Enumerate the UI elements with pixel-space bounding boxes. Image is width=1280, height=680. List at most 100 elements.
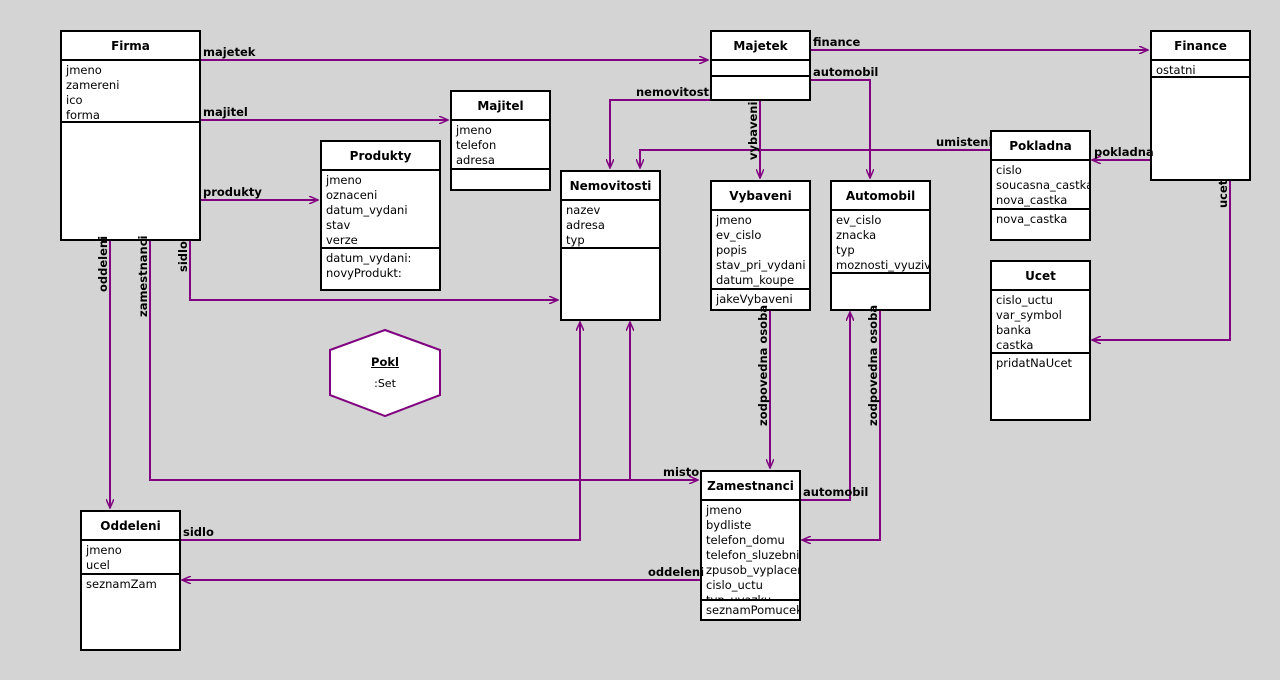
class-operation: datum_vydani:	[326, 251, 412, 265]
class-operation: jakeVybaveni	[716, 292, 793, 306]
class-attribute: typ	[836, 243, 855, 257]
class-operation: pridatNaUcet	[996, 356, 1073, 370]
class-attribute: zamereni	[66, 78, 120, 92]
class-operation: novyProdukt:	[326, 266, 402, 280]
class-name: Nemovitosti	[562, 172, 659, 201]
label-zodpovedna-osoba-1: zodpovedna osoba	[756, 304, 770, 426]
class-attribute: telefon_sluzebni	[706, 548, 799, 562]
class-attribute: banka	[996, 323, 1032, 337]
line-majetek-nemovitosti	[610, 99, 710, 168]
class-attribute: jmeno	[326, 173, 362, 187]
class-attribute: soucasna_castka	[996, 178, 1089, 192]
class-attribute: telefon	[456, 138, 497, 152]
class-attribute: jmeno	[456, 123, 492, 137]
label-automobil-top: automobil	[813, 65, 879, 79]
label-umisteni: umisteni	[936, 135, 993, 149]
class-attribute: znacka	[836, 228, 877, 242]
label-misto: misto	[663, 465, 700, 479]
class-attribute: oznaceni	[326, 188, 378, 202]
operations-compartment: seznamPomucek	[702, 601, 799, 619]
operations-compartment	[562, 249, 659, 253]
class-name: Firma	[62, 32, 199, 61]
label-automobil-bottom: automobil	[803, 485, 869, 499]
class-attribute: bydliste	[706, 518, 752, 532]
class-attribute: adresa	[456, 153, 495, 167]
class-attribute: jmeno	[86, 543, 122, 557]
label-nemovitosti: nemovitosti	[636, 85, 713, 99]
label-pokladna: pokladna	[1094, 145, 1154, 159]
class-attribute: typ_uvazku	[706, 593, 772, 601]
class-finance[interactable]: Finance ostatni	[1150, 30, 1251, 181]
class-attribute: nova_castka	[996, 193, 1068, 207]
label-oddeleni-v: oddeleni	[96, 235, 110, 292]
pokl-hexagon	[329, 328, 441, 418]
class-attribute: jmeno	[716, 213, 752, 227]
class-attribute: nazev	[566, 203, 601, 217]
line-finance-ucet	[1092, 180, 1231, 340]
pokl-object-name: Pokl	[371, 355, 399, 369]
label-zodpovedna-osoba-2: zodpovedna osoba	[866, 304, 880, 426]
class-majetek[interactable]: Majetek	[710, 30, 811, 101]
class-name: Ucet	[992, 262, 1089, 291]
class-operation: seznamPomucek	[706, 603, 799, 617]
class-attribute: datum_vydani	[326, 203, 408, 217]
class-operation: nova_castka	[996, 212, 1068, 226]
class-attribute: jmeno	[706, 503, 742, 517]
class-operation: seznamZam	[86, 577, 157, 591]
class-attribute: castka	[996, 338, 1034, 352]
class-name: Produkty	[322, 142, 439, 171]
class-attribute: ico	[66, 93, 83, 107]
attributes-compartment	[712, 61, 809, 77]
line-majetek-automobil	[810, 79, 870, 178]
label-ucet: ucet	[1216, 179, 1230, 208]
class-name: Finance	[1152, 32, 1249, 61]
operations-compartment	[1152, 78, 1249, 82]
class-attribute: ev_cislo	[836, 213, 882, 227]
line-zamestnanci-automobil	[800, 312, 850, 501]
operations-compartment	[452, 170, 549, 174]
label-oddeleni-h: oddeleni	[648, 565, 705, 579]
operations-compartment: nova_castka	[992, 210, 1089, 229]
class-attribute: stav_pri_vydani	[716, 258, 806, 272]
class-attribute: jmeno	[66, 63, 102, 77]
label-vybaveni: vybaveni	[746, 101, 760, 160]
operations-compartment	[832, 274, 929, 278]
class-name: Majetek	[712, 32, 809, 61]
class-name: Zamestnanci	[702, 472, 799, 501]
class-name: Automobil	[832, 182, 929, 211]
class-name: Majitel	[452, 92, 549, 121]
class-attribute: ev_cislo	[716, 228, 762, 242]
class-attribute: cislo_uctu	[996, 293, 1053, 307]
attributes-compartment: ostatni	[1152, 61, 1249, 78]
class-attribute: ucel	[86, 558, 110, 572]
line-pokladna-nemovitosti	[640, 149, 990, 168]
operations-compartment	[62, 123, 199, 127]
class-attribute: ostatni	[1156, 63, 1196, 77]
label-produkty: produkty	[203, 185, 262, 199]
operations-compartment: jakeVybaveni	[712, 290, 809, 309]
label-majitel: majitel	[203, 105, 248, 119]
class-name: Vybaveni	[712, 182, 809, 211]
operations-compartment	[712, 77, 809, 81]
label-zamestnanci-v: zamestnanci	[136, 235, 150, 317]
operations-compartment: datum_vydani:novyProdukt:	[322, 249, 439, 283]
